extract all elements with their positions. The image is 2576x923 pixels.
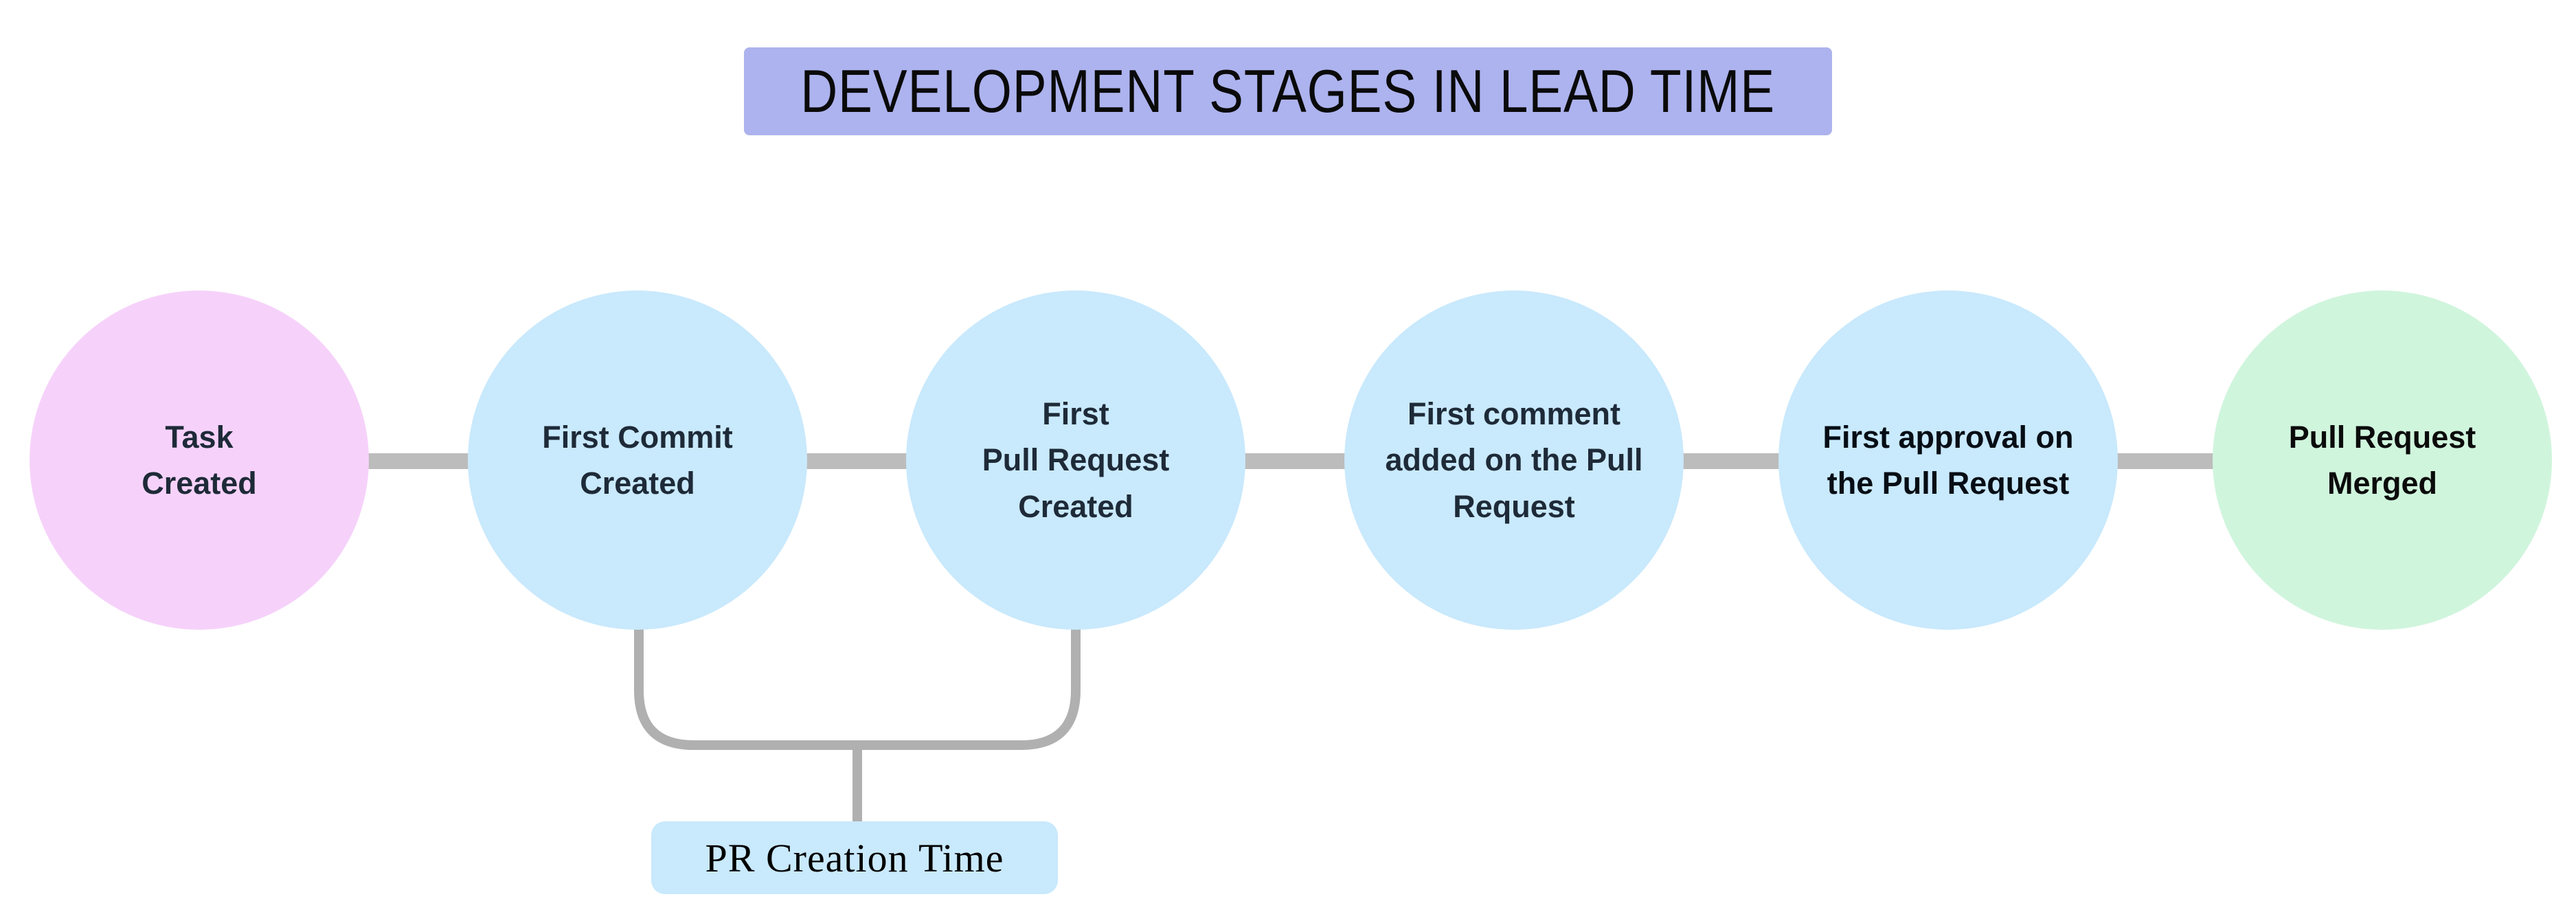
stage-circle-first-approval: First approval on the Pull Request	[1778, 290, 2118, 630]
stage-label: First approval on the Pull Request	[1822, 419, 2074, 501]
bracket-curve	[634, 622, 1081, 750]
pr-creation-time-label: PR Creation Time	[705, 835, 1004, 880]
stage-label: First Commit Created	[542, 419, 733, 501]
title-banner: DEVELOPMENT STAGES IN LEAD TIME	[744, 47, 1832, 135]
stage-label: Pull Request Merged	[2288, 419, 2476, 501]
stage-label: First Pull Request Created	[982, 396, 1170, 524]
stage-label: First comment added on the Pull Request	[1385, 396, 1643, 524]
stage-label: Task Created	[142, 419, 257, 501]
stage-circle-first-pull-request-created: First Pull Request Created	[906, 290, 1245, 630]
stage-circle-pull-request-merged: Pull Request Merged	[2213, 290, 2552, 630]
stage-circle-task-created: Task Created	[30, 290, 369, 630]
stage-circle-first-comment-added: First comment added on the Pull Request	[1344, 290, 1684, 630]
pr-creation-time-badge: PR Creation Time	[651, 821, 1058, 894]
page-title: DEVELOPMENT STAGES IN LEAD TIME	[800, 57, 1776, 125]
stage-circle-first-commit-created: First Commit Created	[468, 290, 807, 630]
